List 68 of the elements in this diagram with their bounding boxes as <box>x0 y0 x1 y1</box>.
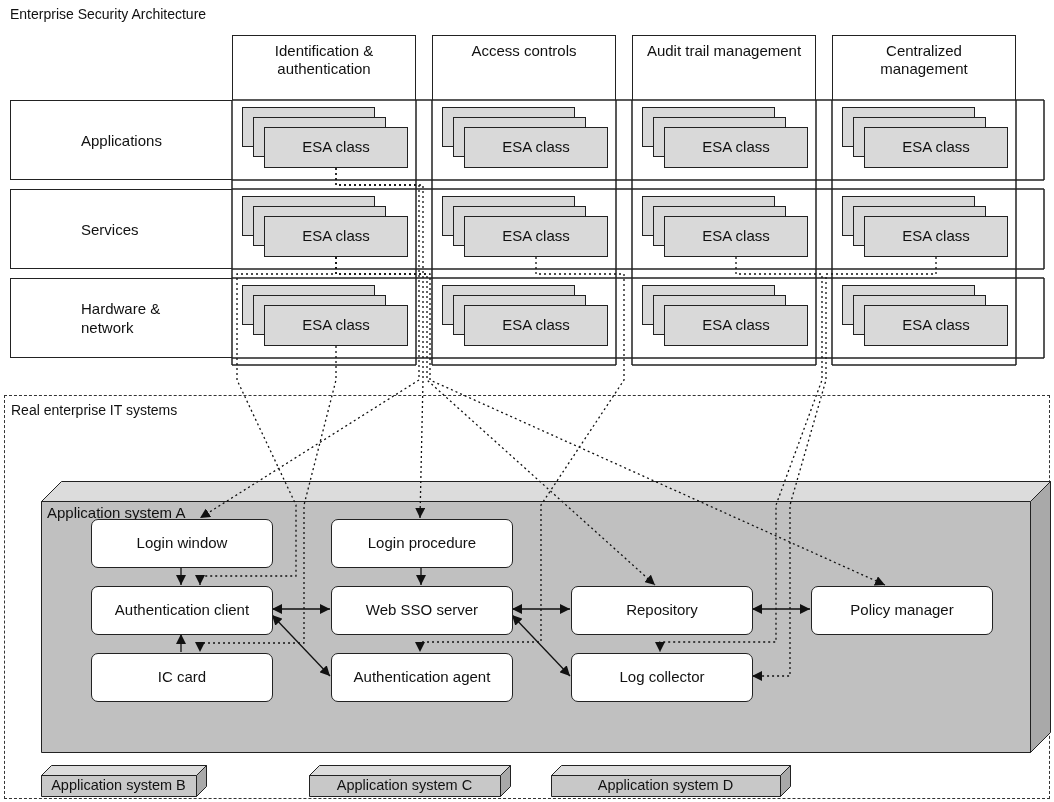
group-label: Real enterprise IT systems <box>11 402 178 418</box>
process-box: Policy manager <box>811 586 993 635</box>
class-card: ESA class <box>664 305 808 346</box>
class-card: ESA class <box>864 216 1008 257</box>
arrow <box>176 566 186 586</box>
dotted-arrow <box>335 167 426 519</box>
row-header-box <box>10 189 232 269</box>
process-box: Authentication client <box>91 586 273 635</box>
block-label: Application system B <box>50 777 187 793</box>
row-label: Applications <box>81 130 163 150</box>
double-arrow <box>751 604 811 614</box>
class-card: ESA class <box>664 216 808 257</box>
dotted-arrow <box>335 256 886 586</box>
dashed-boundary <box>4 395 1050 799</box>
double-arrow <box>511 604 571 614</box>
stacked-cards <box>842 107 1008 168</box>
row-header-box <box>10 278 232 358</box>
stacked-cards <box>242 107 408 168</box>
diagram-title: Enterprise Security Architecture <box>10 6 207 22</box>
stacked-cards <box>242 285 408 346</box>
class-card: ESA class <box>864 127 1008 168</box>
process-box: Login window <box>91 519 273 568</box>
process-box: Authentication agent <box>331 653 513 702</box>
double-arrow <box>511 614 571 677</box>
dotted-arrow <box>415 256 625 653</box>
class-card: ESA class <box>264 305 408 346</box>
double-arrow <box>271 614 331 677</box>
class-card: ESA class <box>264 127 408 168</box>
column-header: Access controls <box>470 42 578 60</box>
class-card: ESA class <box>864 305 1008 346</box>
column-header: Audit trail management <box>645 42 803 60</box>
column-header-box <box>232 35 416 100</box>
class-card: ESA class <box>464 305 608 346</box>
process-box: Log collector <box>571 653 753 702</box>
column-header-box <box>632 35 816 100</box>
column-header: Identification & authentication <box>273 42 375 78</box>
stacked-cards <box>842 285 1008 346</box>
dotted-arrow <box>655 256 823 653</box>
row-header-box <box>10 100 232 180</box>
stacked-cards <box>642 285 808 346</box>
class-card: ESA class <box>464 127 608 168</box>
stacked-cards <box>442 196 608 257</box>
stacked-cards <box>842 196 1008 257</box>
process-box: Web SSO server <box>331 586 513 635</box>
row-label: Services <box>81 219 140 239</box>
double-arrow <box>271 604 331 614</box>
stacked-cards <box>442 107 608 168</box>
column-header: Centralized management <box>879 42 969 78</box>
stacked-cards <box>242 196 408 257</box>
stacked-cards <box>442 285 608 346</box>
column-header-box <box>832 35 1016 100</box>
dotted-arrow <box>195 345 337 653</box>
dotted-arrow <box>751 256 937 681</box>
class-card: ESA class <box>664 127 808 168</box>
row-label: Hardware & network <box>81 299 162 337</box>
block-label: Application system C <box>335 777 474 793</box>
stacked-cards <box>642 107 808 168</box>
process-box: Repository <box>571 586 753 635</box>
column-header-box <box>432 35 616 100</box>
stacked-cards <box>642 196 808 257</box>
process-box: IC card <box>91 653 273 702</box>
arrow <box>176 633 186 653</box>
class-card: ESA class <box>264 216 408 257</box>
block-label: Application system D <box>596 777 735 793</box>
class-card: ESA class <box>464 216 608 257</box>
arrow <box>416 566 426 586</box>
process-box: Login procedure <box>331 519 513 568</box>
block-label: Application system A <box>47 504 186 521</box>
